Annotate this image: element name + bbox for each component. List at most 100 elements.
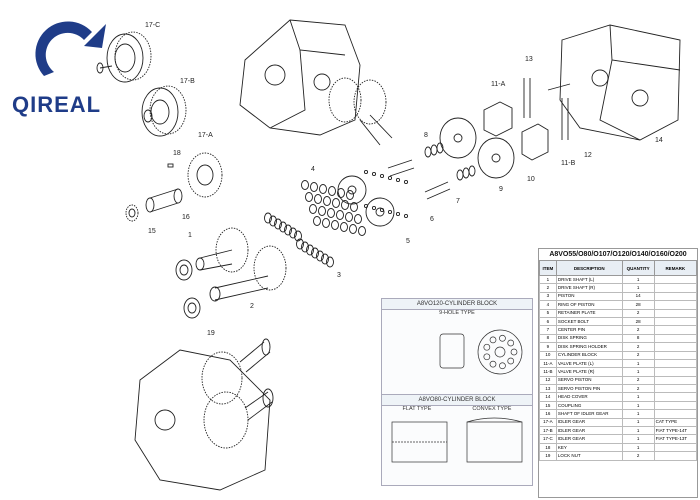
callout-11-A: 11-A	[491, 81, 506, 88]
cylinder-hole	[483, 353, 491, 361]
table-cell	[653, 342, 698, 352]
table-cell	[653, 316, 698, 327]
key-18	[167, 163, 174, 168]
head-cover-14	[559, 24, 681, 141]
table-cell: COUPLING	[555, 400, 623, 411]
table-cell: LOCK NUT	[555, 451, 623, 461]
piston-ring	[331, 220, 339, 230]
table-cell: 9	[539, 342, 557, 352]
table-cell: 1	[539, 274, 557, 285]
table-cell	[653, 274, 698, 285]
table-cell: HEAD COVER	[555, 392, 623, 402]
table-cell: 19	[539, 451, 557, 461]
table-cell: 7	[539, 325, 557, 335]
table-header-cell: ITEM	[539, 260, 557, 276]
callout-5: 5	[406, 238, 410, 245]
piston	[301, 241, 309, 253]
table-cell: IDLER GEAR	[555, 434, 623, 444]
piston	[321, 253, 329, 265]
table-cell: 10	[539, 350, 557, 360]
piston-ring	[305, 192, 313, 202]
table-cell: 2	[621, 384, 655, 394]
table-cell	[653, 367, 698, 377]
table-cell: 2	[621, 308, 655, 318]
table-cell: DRIVE SHAFT (L)	[555, 274, 623, 285]
table-cell: 1	[621, 400, 655, 411]
table-cell: 2	[621, 342, 655, 352]
table-cell: 12	[539, 375, 557, 386]
table-cell: 15	[539, 400, 557, 411]
table-cell: 1	[621, 367, 655, 377]
table-cell: 28	[621, 300, 655, 310]
callout-18: 18	[173, 150, 181, 157]
table-cell: 1	[621, 426, 655, 436]
piston	[296, 238, 304, 250]
piston	[294, 230, 302, 242]
piston-ring	[341, 200, 349, 210]
piston-ring	[313, 216, 321, 226]
piston-ring	[323, 196, 331, 206]
table-cell	[653, 392, 698, 402]
table-cell: 2	[621, 350, 655, 360]
callout-6: 6	[430, 216, 434, 223]
socket-bolt	[363, 169, 369, 175]
piston	[316, 250, 324, 262]
callout-3: 3	[337, 272, 341, 279]
callout-10: 10	[527, 176, 535, 183]
table-cell: SERVO PISTON	[555, 375, 623, 386]
table-cell: 6	[539, 316, 557, 327]
qireal-logo-icon	[35, 21, 106, 76]
table-cell	[653, 325, 698, 335]
cylinder-hole	[489, 360, 497, 368]
cylinder-hole	[510, 348, 518, 356]
table-header-cell: DESCRIPTION	[555, 260, 623, 276]
piston	[269, 215, 277, 227]
socket-bolt	[371, 171, 377, 177]
table-cell: KEY	[555, 442, 623, 453]
socket-bolt	[379, 173, 385, 179]
table-cell	[653, 442, 698, 453]
idler-gear-17c	[96, 31, 152, 83]
piston-ring	[314, 194, 322, 204]
table-cell: 1	[621, 358, 655, 369]
table-cell: 1	[621, 442, 655, 453]
table-cell: 4	[539, 300, 557, 310]
table-cell	[653, 451, 698, 461]
table-cell: VALVE PLATE (R)	[555, 367, 623, 377]
table-cell: CAT TYPE	[653, 417, 698, 428]
piston-ring	[336, 210, 344, 220]
socket-bolt	[403, 179, 409, 185]
brand-name: QIREAL	[12, 92, 102, 117]
table-cell: 2	[539, 283, 557, 293]
cylinder-hole	[483, 343, 491, 351]
cylinder-hole	[499, 362, 506, 370]
cylinder-080-drawing	[391, 417, 523, 463]
callout-4: 4	[311, 166, 315, 173]
table-cell: CYLINDER BLOCK	[555, 350, 623, 360]
table-cell: SOCKET BOLT	[555, 316, 623, 327]
piston-ring	[327, 208, 335, 218]
table-cell	[653, 400, 698, 411]
socket-bolt	[395, 211, 401, 217]
convex-type-label: CONVEX TYPE	[472, 406, 512, 412]
callout-12: 12	[584, 152, 592, 159]
table-cell: 8	[621, 333, 655, 344]
table-cell: SERVO PISTON PIN	[555, 384, 623, 394]
cylinder-block-9hole-box: A8VO120-CYLINDER BLOCK 9-HOLE TYPE	[381, 298, 533, 395]
table-cell	[653, 384, 698, 394]
idler-gear-17b	[141, 85, 187, 137]
bottom-assembly	[134, 338, 274, 491]
callout-17-C: 17-C	[145, 22, 161, 29]
piston	[311, 247, 319, 259]
piston-ring	[337, 188, 345, 198]
piston-ring	[301, 180, 309, 190]
